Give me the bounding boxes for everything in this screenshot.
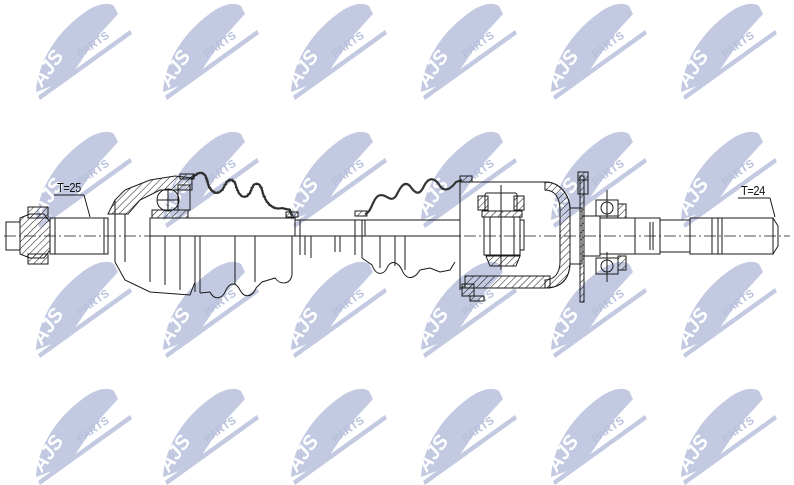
ajs-parts-watermark: AJS PARTS <box>413 385 523 485</box>
ajs-parts-logo-icon: AJS PARTS <box>28 388 132 485</box>
left-spline-label: T=25 <box>57 180 81 195</box>
ajs-parts-watermark: AJS PARTS <box>543 0 653 100</box>
ajs-parts-watermark: AJS PARTS <box>283 258 393 358</box>
ajs-parts-watermark: AJS PARTS <box>28 128 138 228</box>
ajs-parts-logo-icon: AJS PARTS <box>543 261 647 358</box>
ajs-parts-watermark: AJS PARTS <box>413 0 523 100</box>
ajs-parts-watermark: AJS PARTS <box>673 0 783 100</box>
ajs-parts-watermark: AJS PARTS <box>28 385 138 485</box>
ajs-parts-logo-icon: AJS PARTS <box>283 3 387 100</box>
ajs-parts-logo-icon: AJS PARTS <box>28 3 132 100</box>
ajs-parts-watermark: AJS PARTS <box>283 385 393 485</box>
ajs-parts-logo-icon: AJS PARTS <box>413 388 517 485</box>
right-spline-label: T=24 <box>741 183 765 198</box>
ajs-parts-logo-icon: AJS PARTS <box>155 3 259 100</box>
ajs-parts-logo-icon: AJS PARTS <box>283 261 387 358</box>
ajs-parts-logo-icon: AJS PARTS <box>155 388 259 485</box>
ajs-parts-watermark: AJS PARTS <box>28 258 138 358</box>
ajs-parts-logo-icon: AJS PARTS <box>543 3 647 100</box>
ajs-parts-logo-icon: AJS PARTS <box>673 388 777 485</box>
ajs-parts-logo-icon: AJS PARTS <box>413 3 517 100</box>
ajs-parts-watermark: AJS PARTS <box>283 0 393 100</box>
ajs-parts-logo-icon: AJS PARTS <box>543 388 647 485</box>
ajs-parts-watermark: AJS PARTS <box>28 0 138 100</box>
ajs-parts-logo-icon: AJS PARTS <box>673 261 777 358</box>
ajs-parts-logo-icon: AJS PARTS <box>283 131 387 228</box>
ajs-parts-logo-icon: AJS PARTS <box>283 388 387 485</box>
ajs-parts-watermark: AJS PARTS <box>673 258 783 358</box>
ajs-parts-watermark: AJS PARTS <box>543 258 653 358</box>
ajs-parts-logo-icon: AJS PARTS <box>28 261 132 358</box>
ajs-parts-watermark: AJS PARTS <box>673 128 783 228</box>
ajs-parts-watermark: AJS PARTS <box>155 258 265 358</box>
ajs-parts-watermark: AJS PARTS <box>155 0 265 100</box>
ajs-parts-watermark: AJS PARTS <box>543 385 653 485</box>
ajs-parts-watermark: AJS PARTS <box>155 385 265 485</box>
ajs-parts-logo-icon: AJS PARTS <box>673 3 777 100</box>
ajs-parts-watermark: AJS PARTS <box>283 128 393 228</box>
ajs-parts-logo-icon: AJS PARTS <box>155 261 259 358</box>
ajs-parts-logo-icon: AJS PARTS <box>28 131 132 228</box>
ajs-parts-watermark: AJS PARTS <box>673 385 783 485</box>
ajs-parts-logo-icon: AJS PARTS <box>673 131 777 228</box>
